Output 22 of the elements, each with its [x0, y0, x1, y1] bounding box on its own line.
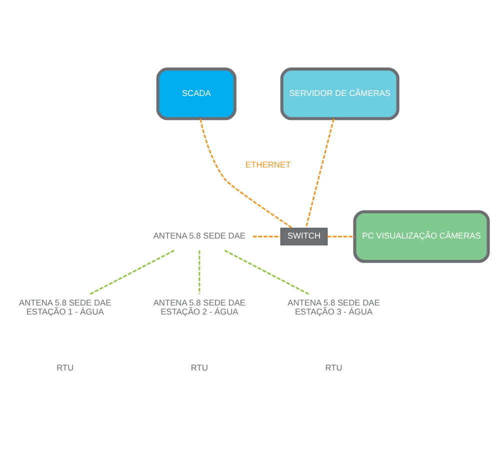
connector [224, 249, 309, 294]
connector [198, 250, 200, 294]
connector [327, 235, 355, 237]
connector [90, 249, 175, 294]
label: RTU [56, 362, 74, 372]
label: RTU [190, 362, 208, 372]
node-text: ANTENA 5.8 SEDE DAE [19, 296, 112, 307]
node-text: ANTENA 5.8 SEDE DAE [153, 230, 246, 240]
node-box: SWITCH [280, 227, 328, 245]
node-box: SERVIDOR DE CÂMERAS [280, 67, 400, 120]
node-text: ANTENA 5.8 SEDE DAE [288, 296, 380, 307]
connector [305, 118, 334, 228]
label: ETHERNET [246, 158, 291, 169]
connector [200, 118, 293, 228]
node-box: SCADA [156, 67, 236, 120]
node-box: PC VISUALIZAÇÃO CÂMERAS [353, 210, 490, 262]
label: RTU [325, 362, 342, 372]
node-label: ESTAÇÃO 3 - ÁGUA [294, 306, 373, 316]
connector [252, 235, 281, 237]
node-label: ESTAÇÃO 1 - ÁGUA [26, 306, 104, 316]
node-text: ANTENA 5.8 SEDE DAE [153, 296, 246, 307]
node-label: ESTAÇÃO 2 - ÁGUA [160, 306, 238, 316]
